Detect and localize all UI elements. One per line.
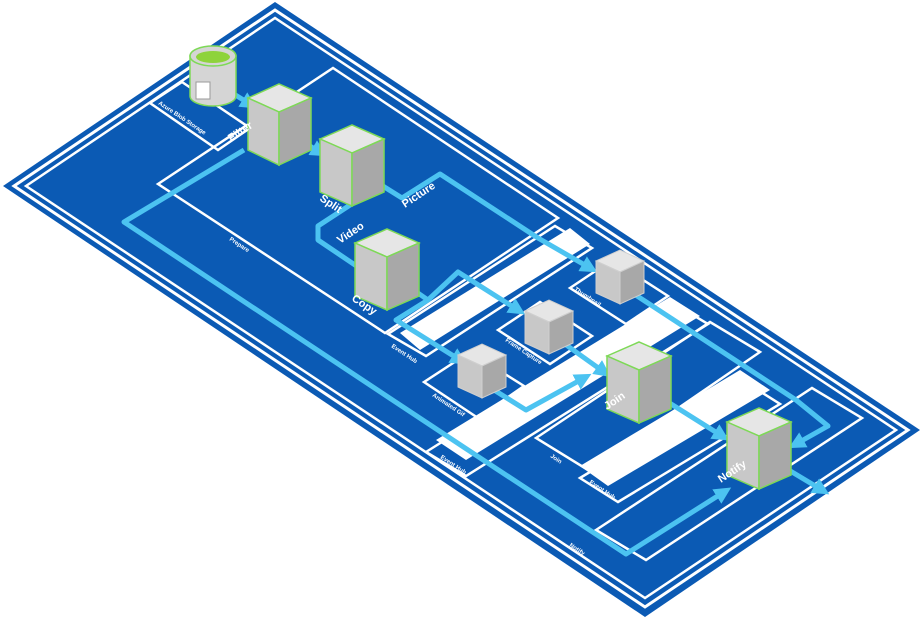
split-node-icon [320, 125, 384, 206]
frame-capture-node-icon [525, 300, 573, 354]
animated-gif-node-icon [458, 344, 506, 398]
thumbnail-node-icon [596, 250, 644, 304]
filter-node-icon [248, 84, 311, 165]
notify-node-icon [727, 408, 791, 489]
join-node-icon [607, 342, 671, 423]
blob-storage-icon [190, 46, 236, 106]
